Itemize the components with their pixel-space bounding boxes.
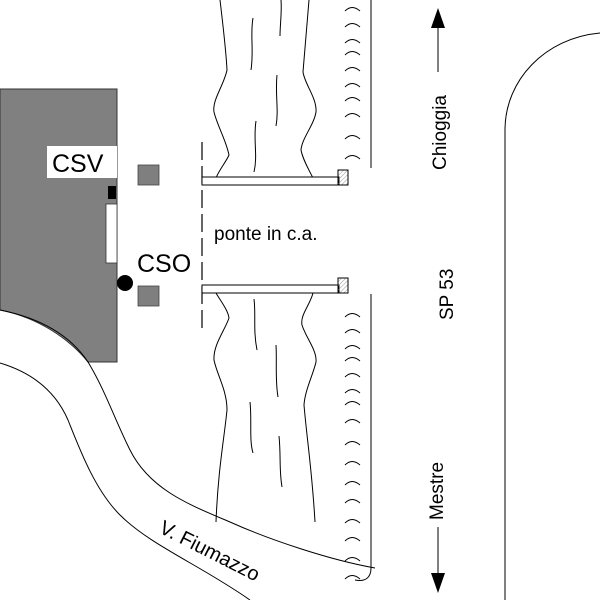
embankment-arc — [344, 441, 361, 446]
embankment-arc — [344, 389, 361, 394]
embankment-arc — [344, 461, 361, 466]
street-label: V. Fiumazzo — [156, 517, 263, 586]
embankment-arc — [344, 7, 361, 12]
direction-north-arrow — [431, 8, 445, 72]
cso-label: CSO — [137, 250, 191, 278]
embankment-arc — [344, 575, 361, 580]
embankment-arc — [344, 135, 361, 140]
bridge-label: ponte in c.a. — [214, 224, 318, 245]
direction-south-label[interactable]: Mestre — [427, 462, 448, 520]
embankment-arc — [344, 51, 361, 56]
csv-label-bg — [47, 146, 117, 178]
embankment-arc — [344, 97, 361, 102]
embankment-arc — [344, 499, 361, 504]
embankment-arc — [344, 537, 361, 542]
river-bank-right-lower — [301, 292, 317, 523]
embankment-arc — [344, 83, 361, 88]
embankment-arc — [344, 519, 361, 524]
direction-south-arrow — [431, 527, 445, 593]
csv-device — [108, 186, 116, 199]
sp53-road-edge — [504, 32, 600, 600]
embankment-arc — [344, 113, 361, 118]
embankment-arc — [344, 67, 361, 72]
embankment-arc — [344, 481, 361, 486]
building-opening — [105, 203, 118, 264]
embankment-arc — [344, 419, 361, 424]
river-bank-right-upper — [300, 0, 317, 179]
embankment-arc — [344, 155, 361, 160]
embankment-arc — [344, 401, 361, 406]
embankment-arc — [344, 345, 361, 350]
fiumazzo-road-edge-upper — [0, 309, 376, 569]
bridge-deck-upper — [201, 169, 349, 186]
embankment-arc — [344, 557, 361, 562]
csv-label: CSV — [52, 150, 104, 178]
embankment-arc — [344, 39, 361, 44]
embankment-arc — [344, 313, 361, 318]
embankment-arcs — [344, 7, 361, 580]
river-flow-marks — [249, 0, 283, 488]
embankment-arc — [344, 329, 361, 334]
embankment-arc — [344, 23, 361, 28]
direction-north-label[interactable]: Chioggia — [430, 95, 451, 170]
embankment-arc — [344, 357, 361, 362]
cso-point[interactable] — [117, 275, 133, 291]
river-bank-left-upper — [213, 0, 230, 179]
river-bank-left-lower — [213, 292, 230, 523]
embankment-lower — [354, 294, 372, 581]
embankment-arc — [344, 373, 361, 378]
road-name-label: SP 53 — [437, 269, 458, 320]
marker-cso[interactable] — [137, 285, 160, 307]
building-block — [0, 88, 118, 363]
bridge-deck-lower — [201, 277, 349, 294]
marker-csv[interactable] — [137, 164, 160, 186]
fiumazzo-road-edge-lower — [0, 362, 251, 600]
